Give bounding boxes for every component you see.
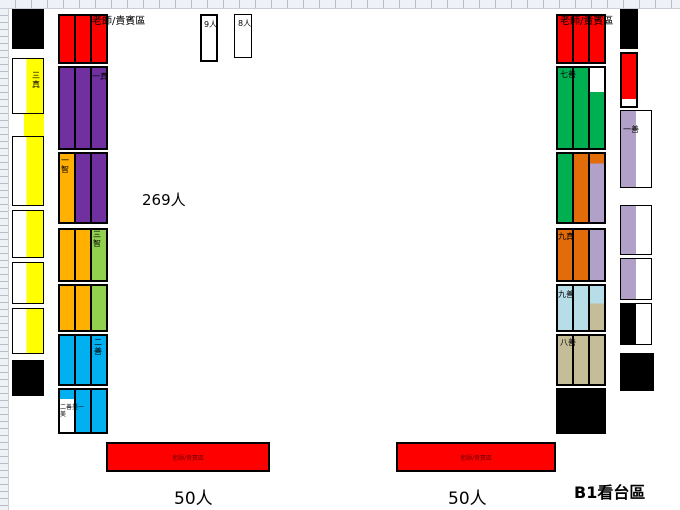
banner-left-label: 老師/貴賓區 xyxy=(171,454,205,462)
right-red-vip-block xyxy=(556,14,606,64)
right-orange-block xyxy=(556,228,606,282)
label-nine-real: 九真 xyxy=(558,232,574,241)
left-orange-green-block xyxy=(58,228,108,282)
right-lightblue-block xyxy=(556,284,606,332)
label-mixed-bottom: 二善美一美 xyxy=(60,404,85,418)
label-eight-good: 八善 xyxy=(560,338,576,347)
far-right-black-white-block xyxy=(620,303,652,345)
left-purple-block-1 xyxy=(58,66,108,150)
left-yellow-block-4 xyxy=(12,262,44,304)
left-black-block-bottom xyxy=(12,360,44,396)
label-one-good: 一善 xyxy=(623,125,639,134)
label-three-wisdom: 三智 xyxy=(93,230,101,248)
box-9-people: 9人 xyxy=(200,14,218,62)
label-teacher-vip-right: 老師/貴賓區 xyxy=(560,16,614,27)
far-right-lavender-block-3 xyxy=(620,258,652,300)
far-right-black-top xyxy=(620,9,638,49)
column-header-ruler xyxy=(0,0,680,9)
page-title: B1看台區 xyxy=(574,483,646,502)
left-black-block-top xyxy=(12,9,44,49)
label-count-8: 8人 xyxy=(238,19,252,28)
left-yellow-block-3 xyxy=(12,210,44,258)
count-50-left: 50人 xyxy=(174,489,213,509)
left-blue-block-2 xyxy=(58,388,108,434)
label-two-good: 二善 xyxy=(94,338,102,356)
banner-right-label: 老師/貴賓區 xyxy=(459,454,493,462)
right-tan-block xyxy=(556,334,606,386)
right-black-block xyxy=(556,388,606,434)
banner-right: 老師/貴賓區 xyxy=(396,442,556,472)
label-one-wisdom: 一智 xyxy=(61,156,69,174)
right-orange-lavender-block xyxy=(556,152,606,224)
label-three-real: 三真 xyxy=(32,71,40,89)
label-teacher-vip-left: 老師/貴賓區 xyxy=(92,16,146,27)
right-green-block xyxy=(556,66,606,150)
left-yellow-block-5 xyxy=(12,308,44,354)
far-right-lavender-block-2 xyxy=(620,205,652,255)
row-header-ruler xyxy=(0,9,9,510)
label-nine-good: 九善 xyxy=(558,290,574,299)
box-8-people: 8人 xyxy=(234,14,252,58)
left-red-vip-block xyxy=(58,14,108,64)
label-seven-good: 七善 xyxy=(560,70,576,79)
left-orange-purple-block xyxy=(58,152,108,224)
far-right-black-bottom xyxy=(620,353,654,391)
far-right-red-block xyxy=(620,52,638,108)
left-yellow-gap xyxy=(24,114,44,136)
label-one-real: 一真 xyxy=(92,72,108,81)
label-count-9: 9人 xyxy=(204,20,218,29)
left-blue-block-1 xyxy=(58,334,108,386)
count-269: 269人 xyxy=(142,191,186,209)
banner-left: 老師/貴賓區 xyxy=(106,442,270,472)
count-50-right: 50人 xyxy=(448,489,487,509)
left-yellow-block-1: 三真 xyxy=(12,58,44,114)
left-orange-green-block-2 xyxy=(58,284,108,332)
far-right-lavender-block-1: 一善 xyxy=(620,110,652,188)
left-yellow-block-2 xyxy=(12,136,44,206)
